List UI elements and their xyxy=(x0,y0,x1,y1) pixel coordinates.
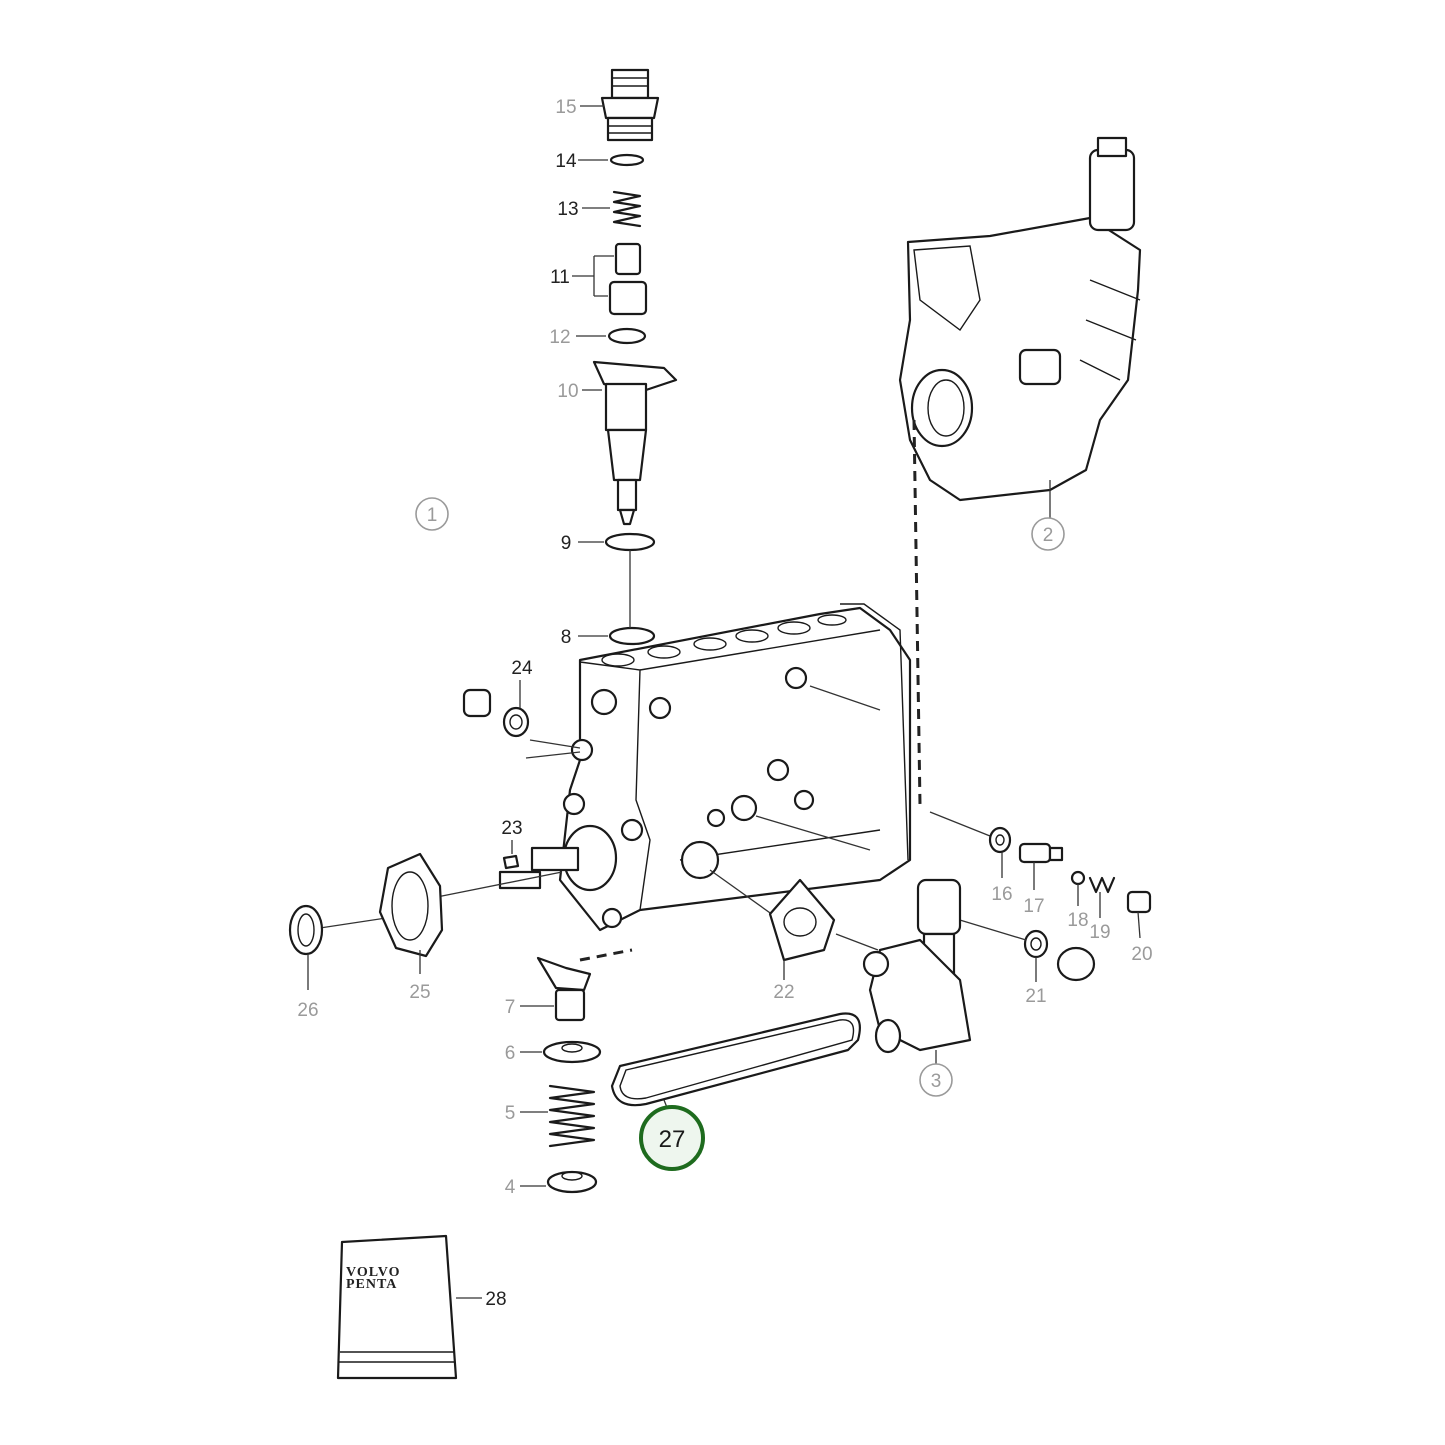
label-22: 22 xyxy=(773,982,794,1003)
governor-alignment-line xyxy=(912,419,922,806)
part-22-gasket[interactable] xyxy=(768,878,836,962)
label-20: 20 xyxy=(1131,944,1152,965)
part-23-key[interactable] xyxy=(502,854,520,870)
part-9-o-ring[interactable] xyxy=(604,532,656,552)
label-27: 27 xyxy=(659,1126,686,1153)
part-8-o-ring[interactable] xyxy=(608,626,656,646)
label-19: 19 xyxy=(1089,922,1110,943)
package-brand-line2: PENTA xyxy=(346,1277,397,1292)
part-28-seal-kit-package[interactable]: VOLVO PENTA xyxy=(336,1234,458,1380)
label-16: 16 xyxy=(991,884,1012,905)
part-20-plug[interactable] xyxy=(1126,890,1152,914)
label-13: 13 xyxy=(557,199,578,220)
part-7-tappet[interactable] xyxy=(536,956,592,1022)
label-11: 11 xyxy=(550,267,570,288)
label-27-highlight[interactable]: 27 xyxy=(639,1105,705,1171)
label-2-circle: 2 xyxy=(1031,517,1065,551)
label-12: 12 xyxy=(549,327,570,348)
label-18: 18 xyxy=(1067,910,1088,931)
label-23: 23 xyxy=(501,818,522,839)
label-10: 10 xyxy=(557,381,578,402)
label-15: 15 xyxy=(555,97,576,118)
part-3-feed-pump[interactable] xyxy=(862,878,972,1054)
label-6: 6 xyxy=(505,1043,516,1064)
label-25: 25 xyxy=(409,982,430,1003)
label-1: 1 xyxy=(427,505,438,526)
label-26: 26 xyxy=(297,1000,318,1021)
label-2: 2 xyxy=(1043,525,1054,546)
label-14: 14 xyxy=(555,151,577,172)
label-3: 3 xyxy=(931,1071,942,1092)
part-18-ball[interactable] xyxy=(1070,870,1086,886)
label-3-circle: 3 xyxy=(919,1063,953,1097)
part-25-gasket[interactable] xyxy=(378,852,444,958)
pump-housing[interactable] xyxy=(558,603,912,932)
part-4-lower-spring-seat[interactable] xyxy=(546,1170,598,1194)
part-26-seal-ring[interactable] xyxy=(288,904,324,956)
part-13-spring[interactable] xyxy=(612,190,642,228)
package-brand-line1: VOLVO xyxy=(346,1265,401,1280)
part-6-spring-seat[interactable] xyxy=(542,1040,602,1064)
part-21-washer-and-cap[interactable] xyxy=(1023,929,1096,982)
part-15-delivery-valve-holder[interactable] xyxy=(600,68,660,142)
label-9: 9 xyxy=(561,533,572,554)
part-17-valve[interactable] xyxy=(1018,842,1064,864)
label-28: 28 xyxy=(485,1289,506,1310)
part-19-spring[interactable] xyxy=(1088,876,1116,894)
part-16-washer[interactable] xyxy=(988,826,1012,854)
part-10-injector-body[interactable] xyxy=(592,360,678,526)
label-4: 4 xyxy=(505,1177,516,1198)
part-12-ring[interactable] xyxy=(607,327,647,345)
part-24-plug[interactable] xyxy=(462,688,530,738)
pump-alignment-line xyxy=(579,948,633,962)
label-21: 21 xyxy=(1025,986,1046,1007)
part-14-seal-washer[interactable] xyxy=(609,153,645,167)
label-7: 7 xyxy=(505,997,516,1018)
label-17: 17 xyxy=(1023,896,1044,917)
part-11-delivery-valve[interactable] xyxy=(608,242,648,316)
label-1-circle: 1 xyxy=(415,497,449,531)
part-27-o-ring[interactable] xyxy=(610,1012,861,1107)
part-2-governor-housing[interactable] xyxy=(898,136,1142,502)
label-24: 24 xyxy=(511,658,533,679)
label-5: 5 xyxy=(505,1103,516,1124)
pump-drive-shaft[interactable] xyxy=(498,824,618,892)
label-8: 8 xyxy=(561,627,572,648)
part-5-spring[interactable] xyxy=(548,1084,596,1148)
